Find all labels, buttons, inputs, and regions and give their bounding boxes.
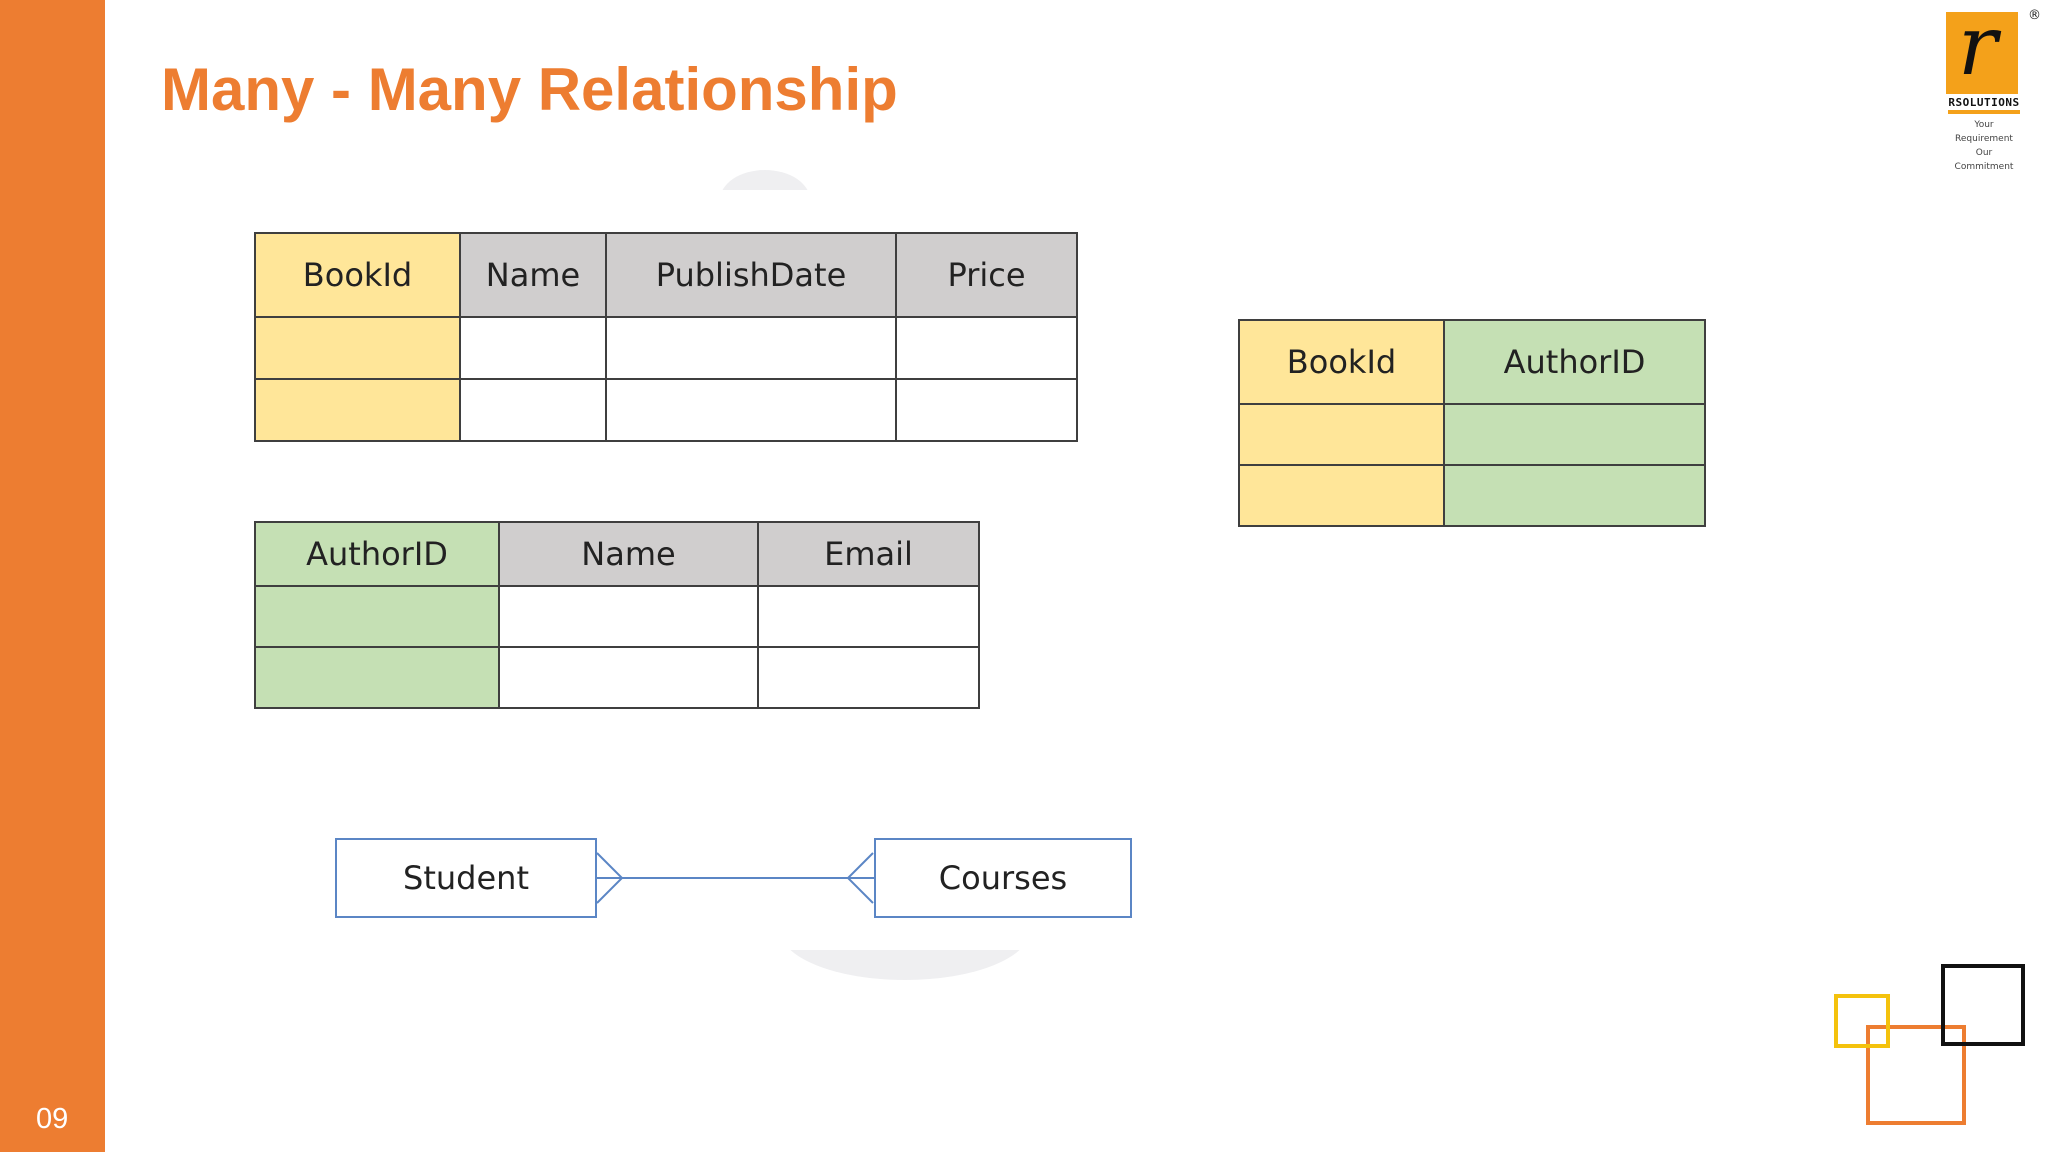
logo-name: RSOLUTIONS	[1948, 96, 2020, 109]
watermark-top	[720, 170, 810, 190]
sidebar-accent-bar	[0, 0, 105, 1152]
table-header-cell: Name	[498, 521, 759, 587]
courses-entity-label: Courses	[938, 859, 1068, 897]
student-entity-label: Student	[403, 859, 529, 897]
table-row	[254, 646, 980, 709]
table-row	[254, 585, 980, 648]
table-cell	[757, 585, 980, 648]
table-cell	[895, 378, 1078, 442]
table-row	[1238, 403, 1706, 466]
table-cell	[498, 646, 759, 709]
key-cell	[1443, 464, 1706, 527]
registered-mark: ®	[2028, 8, 2041, 23]
key-cell	[1443, 403, 1706, 466]
table-header-cell: AuthorID	[1443, 319, 1706, 405]
courses-entity: Courses	[874, 838, 1132, 918]
company-logo: r ® RSOLUTIONS Your Requirement Our Comm…	[1946, 2, 2042, 172]
table-cell	[895, 316, 1078, 380]
slide-title: Many - Many Relationship	[161, 56, 898, 123]
key-cell	[1238, 403, 1445, 466]
table-cell	[605, 316, 897, 380]
logo-tagline-2: Our Commitment	[1954, 148, 2014, 172]
authors-table: AuthorID Name Email	[254, 521, 980, 709]
table-header-cell: Price	[895, 232, 1078, 318]
table-header-row: BookId AuthorID	[1238, 319, 1706, 405]
key-cell	[254, 646, 500, 709]
table-header-cell: AuthorID	[254, 521, 500, 587]
logo-badge	[1946, 12, 2018, 94]
table-cell	[459, 316, 607, 380]
crows-foot-left	[596, 852, 624, 904]
table-cell	[757, 646, 980, 709]
key-cell	[254, 585, 500, 648]
table-row	[1238, 464, 1706, 527]
decor-square-orange	[1866, 1025, 1966, 1125]
table-header-cell: PublishDate	[605, 232, 897, 318]
key-cell	[254, 316, 461, 380]
student-entity: Student	[335, 838, 597, 918]
logo-tagline-1: Your Requirement	[1955, 120, 2013, 144]
table-header-cell: BookId	[1238, 319, 1445, 405]
crows-foot-right	[846, 852, 874, 904]
book-authors-table: BookId AuthorID	[1238, 319, 1706, 527]
logo-tagline: Your Requirement Our Commitment	[1946, 118, 2022, 174]
key-cell	[254, 378, 461, 442]
logo-underline	[1948, 110, 2020, 114]
many-to-many-connector	[596, 852, 874, 904]
table-header-row: AuthorID Name Email	[254, 521, 980, 587]
table-header-cell: BookId	[254, 232, 461, 318]
page-number: 09	[36, 1103, 69, 1135]
table-cell	[605, 378, 897, 442]
key-cell	[1238, 464, 1445, 527]
table-header-cell: Email	[757, 521, 980, 587]
logo-mark: r	[1958, 0, 1998, 94]
books-table: BookId Name PublishDate Price	[254, 232, 1078, 442]
table-row	[254, 316, 1078, 380]
decor-square-yellow	[1834, 994, 1890, 1048]
table-header-cell: Name	[459, 232, 607, 318]
table-cell	[459, 378, 607, 442]
table-header-row: BookId Name PublishDate Price	[254, 232, 1078, 318]
decor-square-black	[1941, 964, 2025, 1046]
table-row	[254, 378, 1078, 442]
table-cell	[498, 585, 759, 648]
